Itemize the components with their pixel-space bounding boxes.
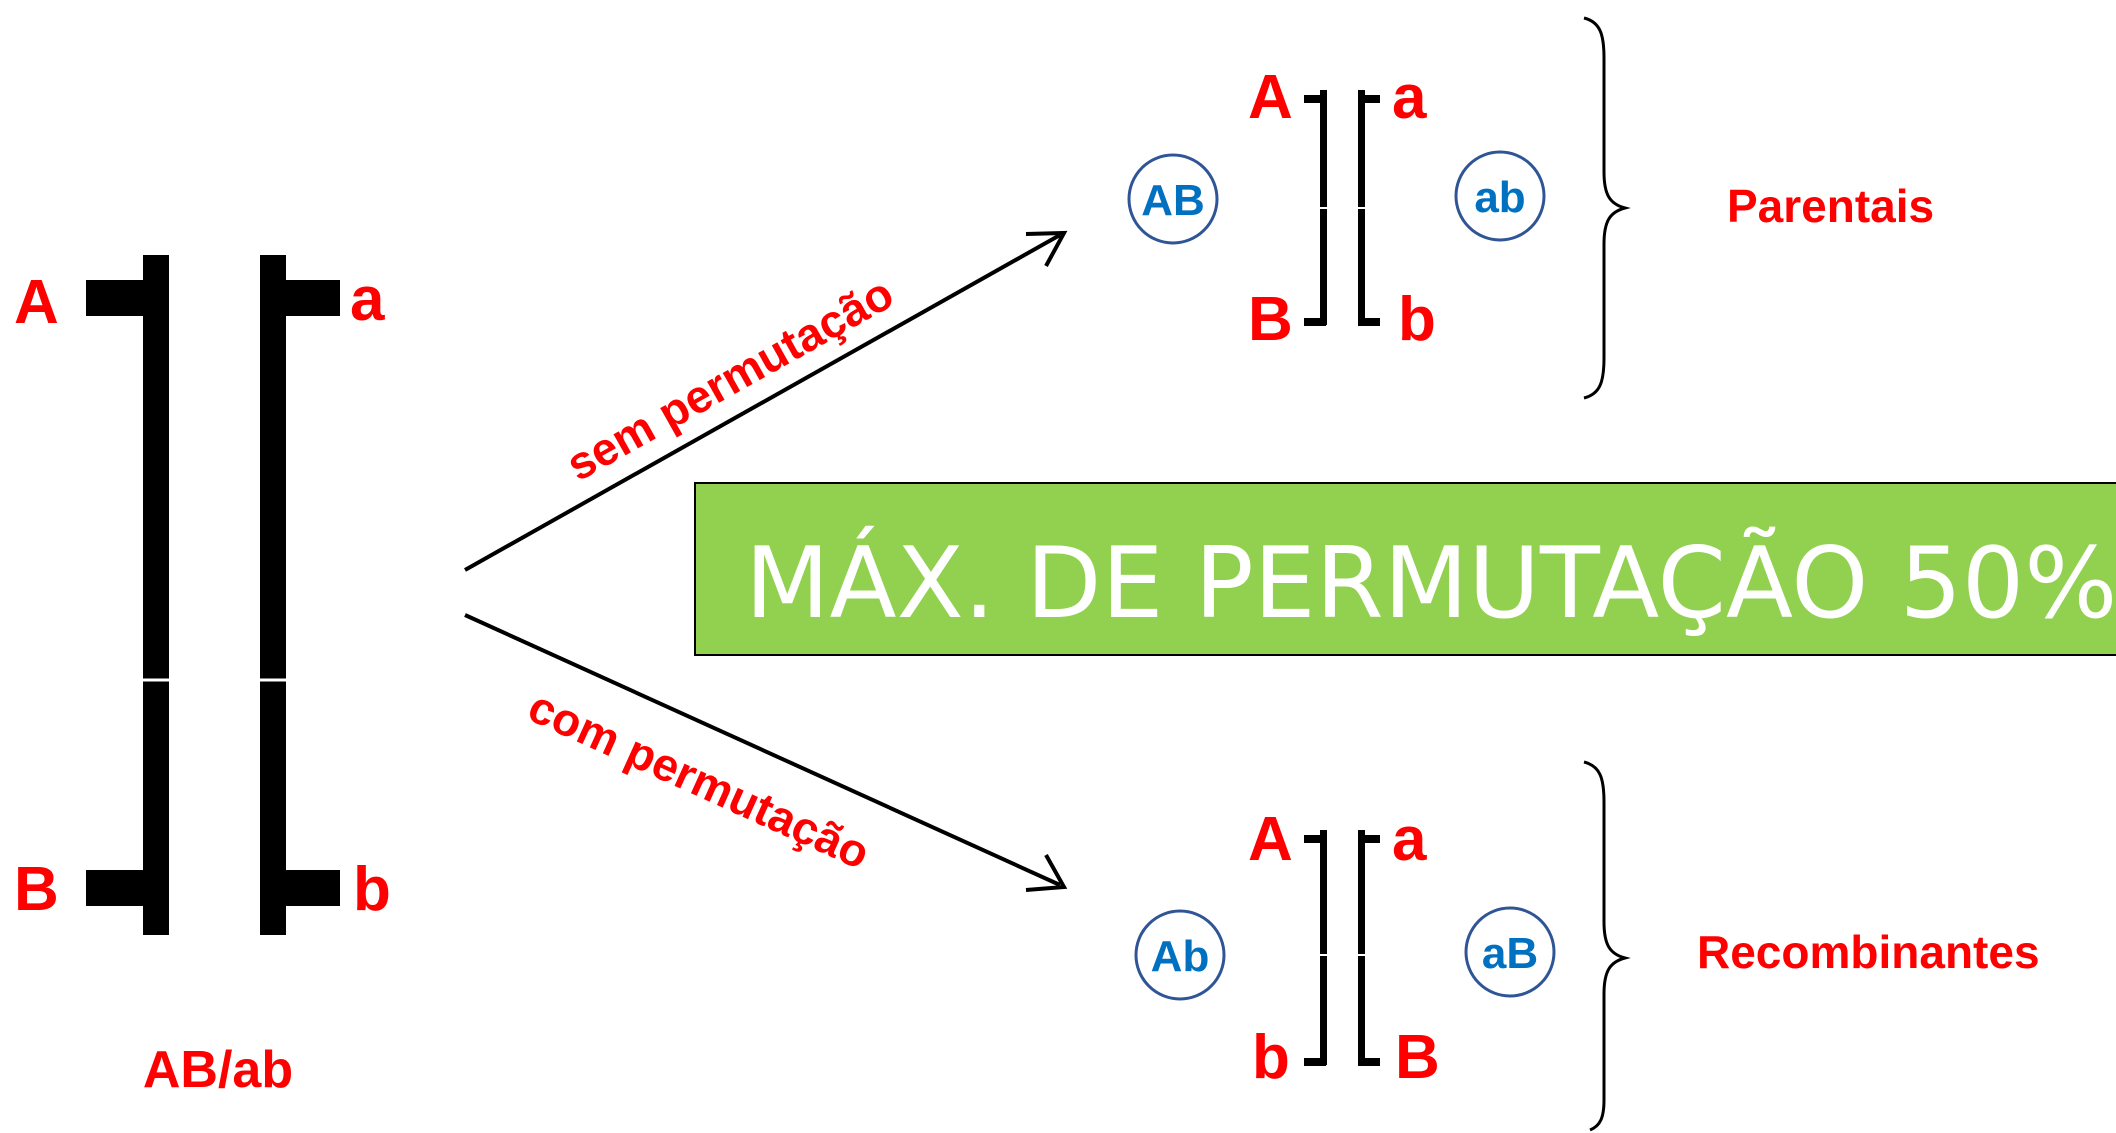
recombinant-gamete-left: Ab bbox=[1134, 909, 1226, 1001]
parent-genotype-label: AB/ab bbox=[143, 1041, 293, 1099]
max-crossing-over-banner-text: MÁX. DE PERMUTAÇÃO 50% bbox=[745, 526, 2116, 641]
parental-gamete-right: ab bbox=[1454, 150, 1546, 242]
arrow-without-crossing-over bbox=[464, 230, 1068, 572]
recombinant-allele-left-bottom: b bbox=[1252, 1023, 1290, 1092]
parental-chromosomes bbox=[1304, 90, 1380, 326]
parental-allele-left-bottom: B bbox=[1248, 285, 1293, 354]
parental-gamete-left: AB bbox=[1127, 153, 1219, 245]
recombinant-brace bbox=[1583, 760, 1631, 1132]
recombinant-gamete-left-label: Ab bbox=[1151, 932, 1210, 981]
recombinant-allele-right-top: a bbox=[1392, 805, 1427, 874]
parental-gamete-left-label: AB bbox=[1141, 176, 1205, 225]
parent-allele-A: A bbox=[14, 268, 59, 337]
parent-allele-B: B bbox=[14, 855, 59, 924]
recombinant-group-label: Recombinantes bbox=[1697, 926, 2040, 978]
recombinant-chromosomes bbox=[1304, 830, 1380, 1066]
parent-chromosome-right bbox=[257, 255, 340, 935]
recombinant-gamete-right: aB bbox=[1464, 906, 1556, 998]
upper-arrow-label: sem permutação bbox=[557, 266, 901, 490]
recombinant-allele-right-bottom: B bbox=[1395, 1023, 1440, 1092]
recombinant-allele-left-top: A bbox=[1248, 805, 1293, 874]
parental-allele-right-bottom: b bbox=[1398, 285, 1436, 354]
parent-allele-a: a bbox=[350, 265, 385, 334]
parental-allele-right-top: a bbox=[1392, 63, 1427, 132]
parent-allele-b: b bbox=[353, 855, 391, 924]
arrow-with-crossing-over bbox=[464, 613, 1068, 892]
parental-gamete-right-label: ab bbox=[1474, 173, 1525, 222]
parental-allele-left-top: A bbox=[1248, 63, 1293, 132]
parental-group-label: Parentais bbox=[1727, 180, 1934, 232]
parent-chromosome-left bbox=[86, 255, 172, 935]
max-crossing-over-banner: MÁX. DE PERMUTAÇÃO 50% bbox=[694, 482, 2116, 656]
parental-brace bbox=[1583, 16, 1631, 400]
recombinant-gamete-right-label: aB bbox=[1482, 929, 1538, 978]
